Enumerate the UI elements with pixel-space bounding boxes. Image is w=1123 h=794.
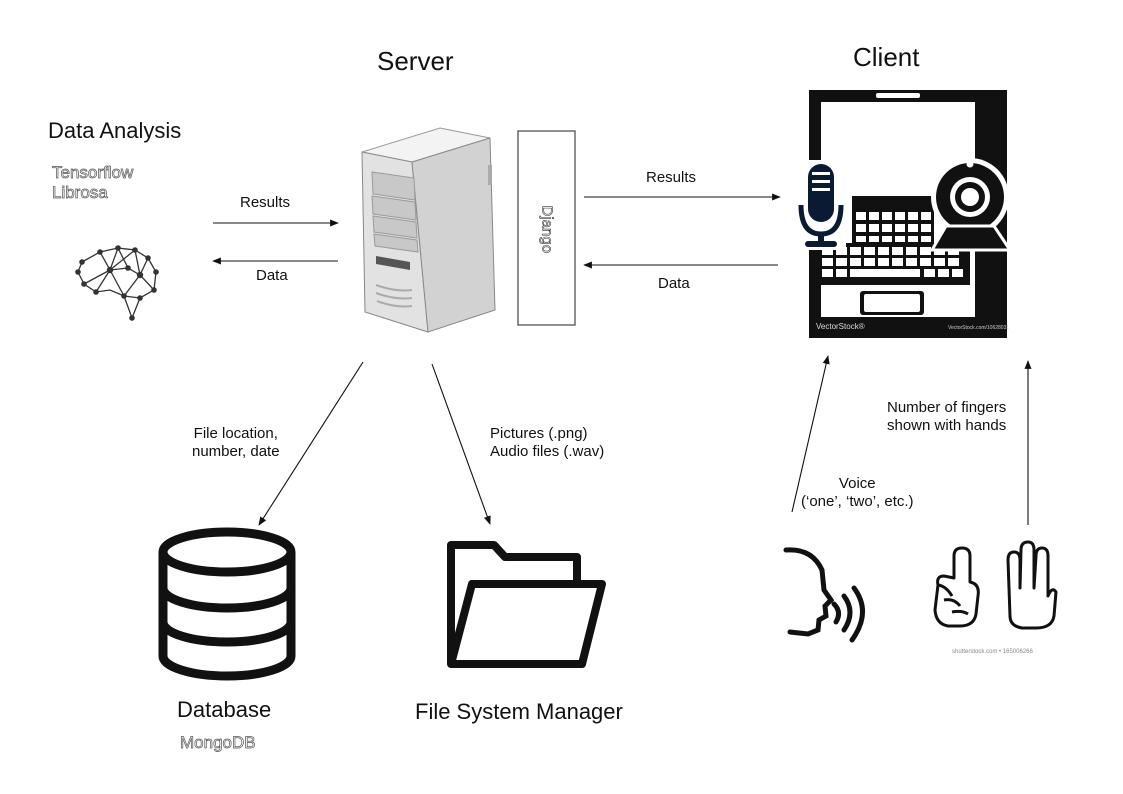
label-fs-info: Pictures (.png) Audio files (.wav) — [490, 425, 605, 460]
library-librosa: Librosa — [52, 183, 108, 203]
laptop-url-watermark: VectorStock.com/10628031 — [948, 325, 1010, 331]
arrow-server-to-database — [258, 361, 364, 526]
hands-credit-watermark: shutterstock.com • 165006266 — [952, 649, 1033, 655]
label-analysis-data: Data — [256, 267, 288, 284]
server-tower-icon — [361, 127, 496, 333]
data-analysis-title: Data Analysis — [48, 118, 182, 143]
django-label: Django — [538, 205, 556, 254]
filesystem-label: File System Manager — [415, 699, 623, 724]
arrows-layer — [212, 193, 1032, 526]
label-client-data: Data — [658, 275, 690, 292]
laptop-brand-watermark: VectorStock® — [816, 322, 865, 331]
label-db-info: File location, number, date — [192, 425, 280, 460]
label-voice-info: Voice (‘one’, ‘two’, etc.) — [801, 475, 914, 510]
arrow-voice-to-client — [791, 355, 830, 513]
django-box — [517, 130, 576, 326]
folder-icon — [447, 541, 606, 668]
library-tensorflow: Tensorflow — [52, 163, 134, 183]
one-finger-hand-icon — [933, 546, 980, 628]
microphone-icon — [796, 160, 846, 250]
webcam-icon — [929, 158, 1013, 252]
open-hand-icon — [1006, 540, 1058, 630]
label-analysis-results: Results — [240, 194, 291, 211]
database-tech: MongoDB — [180, 733, 256, 753]
client-title: Client — [853, 42, 920, 72]
database-icon — [158, 527, 296, 681]
label-client-results: Results — [646, 169, 697, 186]
database-label: Database — [177, 697, 272, 722]
brain-network-icon — [75, 245, 159, 321]
arrow-server-to-filesystem — [431, 363, 491, 525]
speaking-head-icon — [783, 547, 865, 643]
server-title: Server — [377, 46, 454, 76]
label-gesture-info: Number of fingers shown with hands — [887, 399, 1007, 434]
